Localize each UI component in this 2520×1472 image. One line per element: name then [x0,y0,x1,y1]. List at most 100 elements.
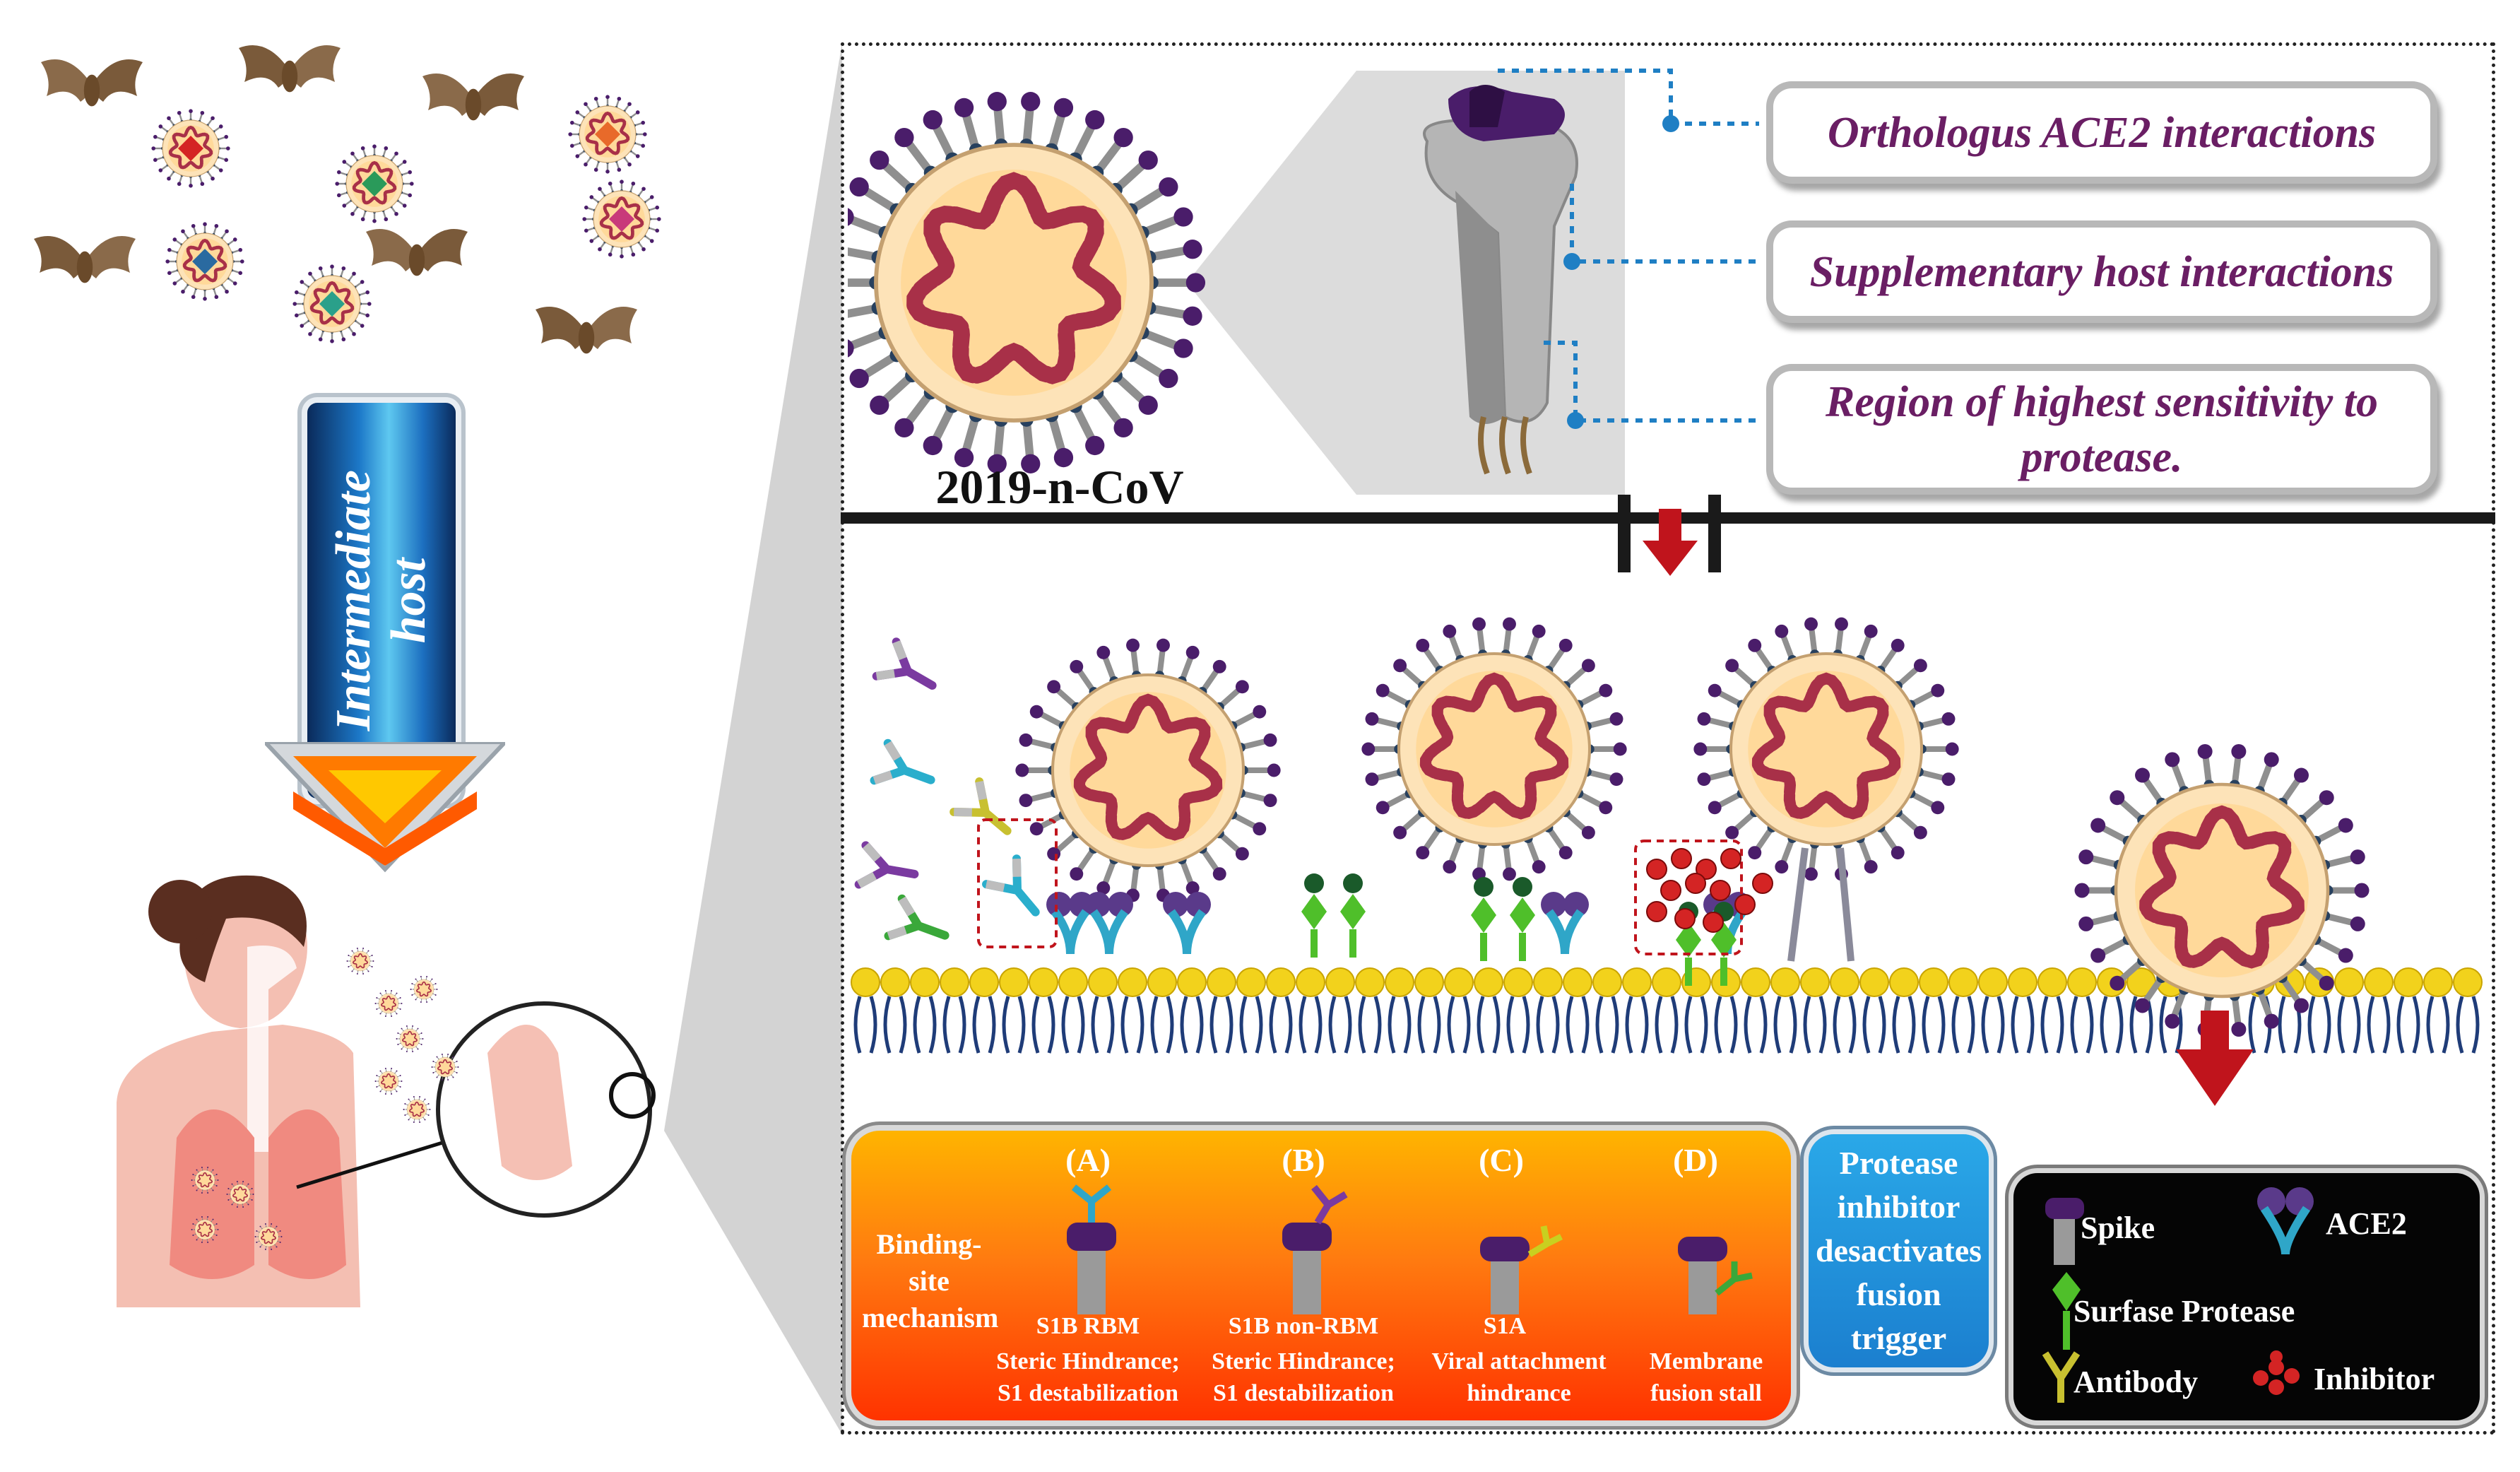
surface-protease-icon [1471,877,1496,961]
inhaled-virus [410,976,438,1003]
column-b-letter: (B) [1282,1142,1325,1178]
column-d-desc1: Membrane [1649,1348,1763,1374]
coronavirus-particle [848,92,1206,473]
protease-line-4: fusion [1856,1276,1941,1312]
column-c-letter: (C) [1479,1142,1524,1178]
protease-line-1: Protease [1839,1145,1958,1181]
legend-panel [2013,1173,2480,1420]
reservoir-virus [568,95,647,174]
spike-antibody-c-icon [1480,1225,1563,1314]
bat-icon [34,236,136,283]
hair-bun-shape [148,880,212,943]
inhaled-virus [431,1054,459,1081]
reservoir-virus [165,222,244,301]
reservoir-virus [151,109,230,188]
legend-spike-icon [2045,1198,2084,1265]
protease-line-2: inhibitor [1837,1189,1960,1225]
legend-protease-icon [2052,1272,2081,1350]
legend-ace2-label: ACE2 [2326,1206,2407,1241]
mechanism-frame [841,42,2495,1435]
mechanism-title: Binding-site mechanism [862,1226,999,1336]
top-panel-illustration [848,69,1759,495]
column-c-desc1: Viral attachment [1431,1348,1607,1374]
reservoir-virus [335,144,414,223]
ace2-receptor-icon [1085,892,1133,955]
column-c-site: S1A [1483,1313,1527,1339]
column-d-letter: (D) [1673,1142,1718,1178]
bat-icon [239,45,341,93]
inhaled-virus [374,990,403,1017]
airway-shape [247,946,297,1152]
virus-particles-group [1015,617,2370,1037]
receptors-group [1046,847,1854,986]
inhibitor-cluster [1646,848,1773,933]
inhaled-virus [226,1181,254,1208]
right-lung-shape [268,1109,346,1279]
legend-spike-label: Spike [2081,1211,2155,1245]
ace2-receptor-icon [1541,892,1589,955]
antibody-icon [870,738,935,785]
surface-protease-icon [1301,873,1327,958]
arrow-shaft [307,403,456,799]
antibody-icon [854,841,919,889]
column-a-desc1: Steric Hindrance; [996,1348,1180,1374]
column-a-site: S1B RBM [1036,1313,1140,1339]
human-lungs-illustration [117,875,656,1307]
legend-inhibitor-icon [2253,1350,2300,1395]
mechanism-title-line1: Binding-site [876,1228,982,1297]
column-c-desc2: hindrance [1467,1380,1571,1406]
legend-ace2-icon [2257,1187,2314,1255]
alveoli-shape [487,1025,572,1180]
arrow-label-line1: Intermediate [326,470,381,731]
inhaled-virus [396,1025,424,1052]
spike-protein-detail [1423,85,1578,475]
info-box-ace2: Orthologus ACE2 interactions [1773,88,2430,177]
coronavirus-particle-main [848,92,1206,473]
entry-virus [1015,638,1281,902]
info-box-host-interactions: Supplementary host interactions [1773,228,2430,316]
bat-icon [41,59,143,107]
bat-reservoir-illustration [34,45,661,354]
antibody-icon [884,894,950,941]
bat-icon [536,307,637,354]
bat-icon [366,229,468,276]
entry-virus [1361,617,1627,881]
mechanism-title-line2: mechanism [862,1302,999,1333]
surface-protease-icon [1510,877,1535,961]
inhaled-virus [346,948,374,975]
inhaled-virus [254,1223,283,1250]
mechanism-spike-icons [1067,1184,1753,1314]
column-b-desc1: Steric Hindrance; [1212,1348,1395,1374]
hair-shape [179,875,307,982]
protease-inhibitor-panel: Protease inhibitor desactivates fusion t… [1809,1134,1989,1367]
antibodies-group [854,637,1040,941]
antibody-icon [982,854,1040,917]
cell-membrane [851,967,2483,1054]
zoom-projection [664,42,842,1435]
antibody-icon [872,637,937,690]
connector-dots [1563,115,1679,429]
endocytosis-down-arrow-icon [2176,1011,2254,1106]
info-box-protease-sensitivity: Region of highest sensitivity to proteas… [1773,371,2430,488]
protease-line-5: trigger [1850,1320,1947,1356]
entry-virus [1693,617,1959,881]
legend-protease-label: Surfase Protease [2074,1294,2295,1329]
legend-antibody-icon [2042,1351,2081,1403]
surface-protease-icon [1340,873,1366,958]
reservoir-virus [292,264,372,343]
arrow-head-icon [265,742,505,873]
antibody-highlight-box [977,818,1058,948]
legend-antibody-label: Antibody [2074,1365,2199,1399]
left-lung-shape [170,1109,254,1279]
legend-icons [2042,1187,2314,1403]
inhaled-virus [191,1216,219,1243]
ace2-receptor-icon [1163,892,1211,955]
column-b-site: S1B non-RBM [1228,1313,1379,1339]
virus-name-label: 2019-n-CoV [935,460,1184,514]
spike-antibody-d-icon [1678,1237,1753,1314]
column-b-desc2: S1 destabilization [1213,1380,1394,1406]
reservoir-virus [582,179,661,259]
column-d-desc2: fusion stall [1650,1380,1762,1406]
